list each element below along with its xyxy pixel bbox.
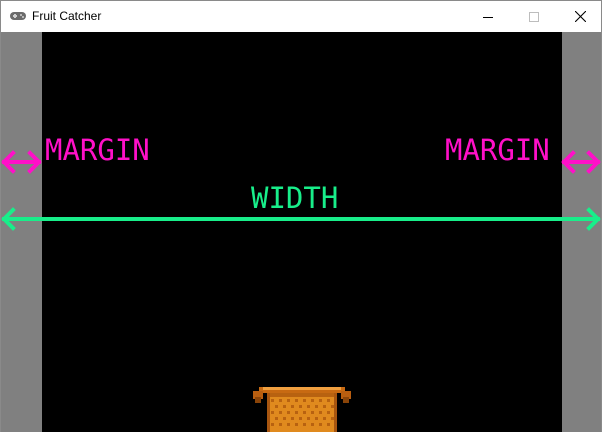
basket-sprite (253, 387, 351, 432)
width-label: WIDTH (251, 181, 339, 215)
window-title: Fruit Catcher (32, 9, 102, 23)
minimize-button[interactable] (465, 1, 511, 32)
close-button[interactable] (557, 1, 602, 32)
margin-label-left: MARGIN (45, 133, 150, 167)
close-icon (574, 11, 586, 22)
width-arrow (1, 207, 601, 231)
title-bar[interactable]: Fruit Catcher (1, 1, 601, 32)
left-margin-arrow (1, 150, 42, 174)
gamepad-icon (10, 12, 26, 20)
left-margin-area (1, 32, 42, 432)
maximize-icon (529, 11, 539, 22)
right-margin-area (562, 32, 601, 432)
minimize-icon (483, 16, 493, 18)
right-margin-arrow (561, 150, 601, 174)
margin-label-right: MARGIN (445, 133, 550, 167)
game-canvas[interactable]: MARGIN MARGIN WIDTH (1, 32, 601, 432)
maximize-button[interactable] (511, 1, 557, 32)
dimension-arrows (1, 150, 601, 231)
